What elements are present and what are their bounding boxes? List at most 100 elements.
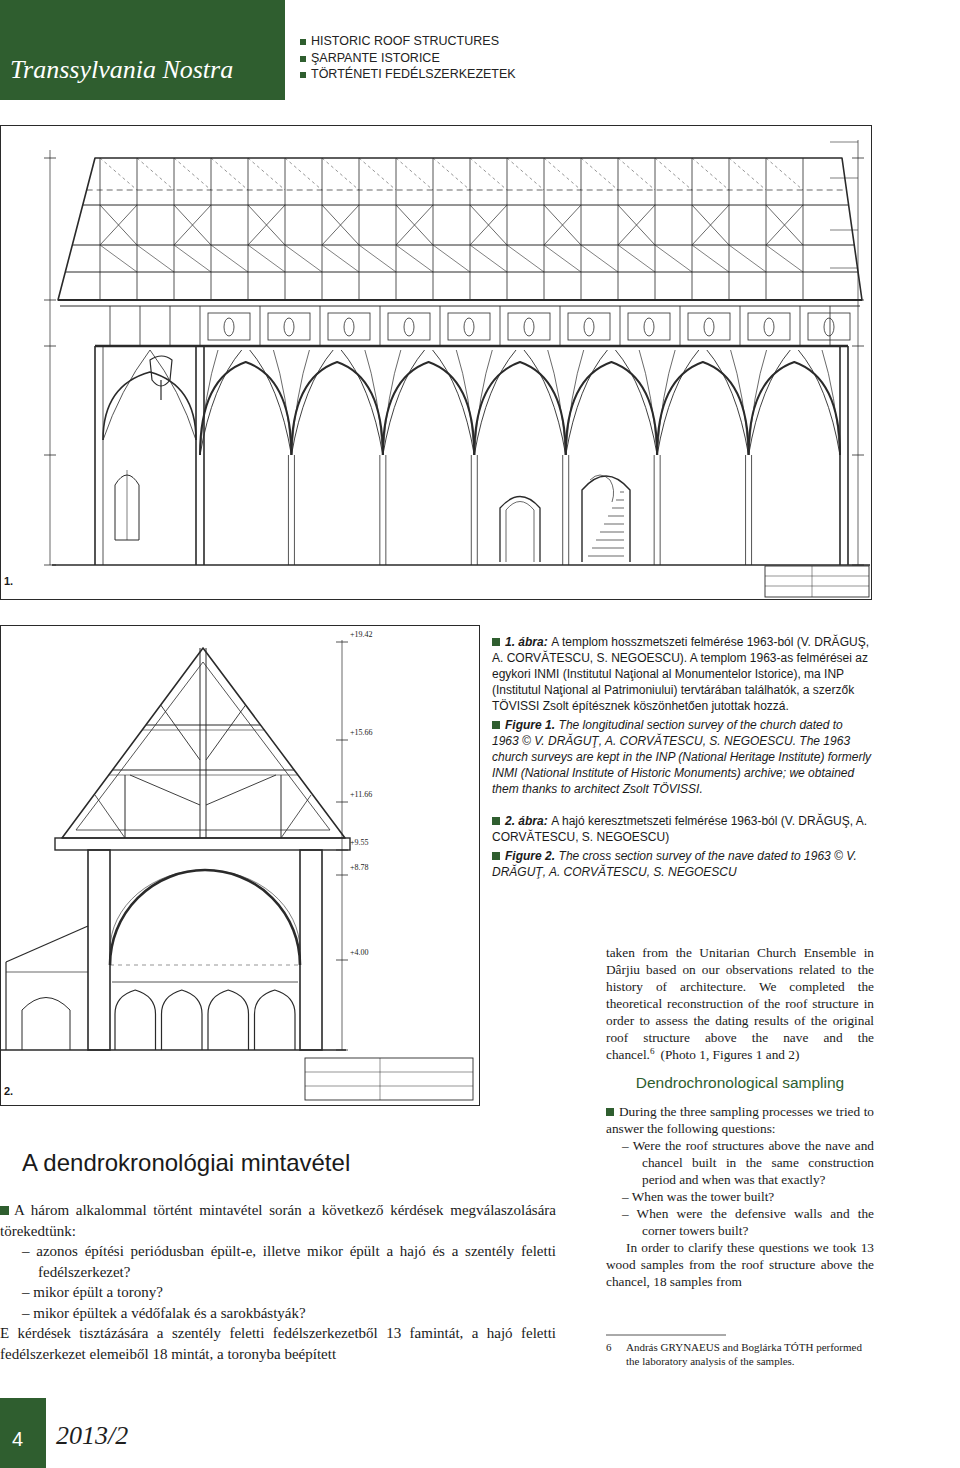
truss-post — [620, 306, 621, 346]
stair-step — [596, 540, 624, 541]
vault-arch — [291, 362, 382, 455]
text-run: Dendrochronological sampling — [636, 1074, 845, 1091]
level-dimension: +11.66 — [350, 790, 372, 799]
roof-brace — [174, 245, 211, 272]
text-run: Figure 1. — [492, 718, 559, 732]
issue-number: 2013/2 — [56, 1421, 128, 1450]
truss-post — [320, 306, 321, 346]
pilaster — [294, 455, 295, 565]
roof-post — [581, 158, 582, 300]
roof-post — [655, 158, 656, 300]
panel-ornament — [344, 318, 354, 336]
dimension-tick — [336, 875, 348, 876]
vault-rib — [250, 350, 292, 455]
section-heading: Dendrochronological sampling — [636, 1074, 845, 1091]
text-run: – mikor épült a torony? — [22, 1284, 163, 1300]
vault-rib — [341, 350, 383, 455]
body-paragraph-block: taken from the Unitarian Church Ensemble… — [606, 944, 874, 1063]
arcade-arch — [162, 990, 203, 1050]
bullet-square — [300, 72, 306, 78]
stair-opening — [582, 476, 630, 562]
vault-rib — [639, 350, 657, 455]
text-run: – Were the roof structures above the nav… — [622, 1138, 874, 1187]
truss-post — [200, 306, 201, 346]
roof-brace — [285, 158, 322, 190]
text-run: – When were the defensive walls and the … — [622, 1206, 874, 1238]
roof-brace — [544, 205, 581, 245]
question-item-block: – When was the tower built? — [622, 1188, 874, 1205]
question-item: – Were the roof structures above the nav… — [622, 1138, 874, 1187]
text-run: 2. ábra: — [492, 814, 551, 828]
roof-brace — [285, 245, 322, 272]
vault-rib — [731, 350, 749, 455]
level-dimension: +8.78 — [350, 863, 369, 872]
bullet-square — [606, 1108, 614, 1116]
roof-brace — [581, 245, 618, 272]
wall — [839, 346, 841, 565]
roof-brace — [211, 158, 248, 190]
text-run: E kérdések tisztázására a szentély felet… — [0, 1325, 556, 1362]
roof-brace — [618, 158, 655, 190]
text-run: Figure 2. — [492, 849, 559, 863]
vault-rib — [103, 350, 150, 440]
roof-brace — [766, 158, 803, 190]
vault-rib — [273, 350, 291, 455]
text-run: A hajó keresztmetszeti felmérése 1963-bó… — [492, 814, 867, 844]
ornament-panel — [328, 313, 370, 340]
figure-caption-block: 1. ábra:A templom hosszmetszeti felmérés… — [492, 634, 872, 714]
vault-rib — [383, 350, 425, 455]
truss-post — [830, 306, 831, 346]
roof-brace — [248, 205, 285, 245]
level-dimension-block: +19.42 — [350, 630, 400, 640]
node-text: Transsylvania Nostra — [10, 56, 285, 85]
pilaster — [745, 455, 746, 565]
roof-post — [359, 158, 360, 300]
text-run: +11.66 — [350, 790, 372, 799]
roof-post — [729, 158, 730, 300]
roof-brace — [248, 245, 285, 272]
level-mark — [830, 142, 858, 143]
level-dimension-block: +11.66 — [350, 790, 400, 800]
truss-post — [260, 306, 261, 346]
vault-arch — [749, 362, 840, 455]
truss-post — [560, 306, 561, 346]
page-rules — [606, 1335, 726, 1336]
vault-arch — [200, 362, 291, 455]
text-run: 1. ábra: — [492, 635, 551, 649]
text-run: 1. — [4, 575, 13, 587]
title-block-rule — [812, 566, 813, 597]
body-paragraph: 6 — [650, 1046, 655, 1056]
stair-step — [592, 548, 624, 549]
roof-brace — [507, 158, 544, 190]
vault-rib — [707, 350, 749, 455]
dimension-tick — [336, 1050, 348, 1051]
dimension-tick — [852, 300, 864, 301]
dimension-tick — [336, 740, 348, 741]
masthead-band: Transsylvania Nostra — [0, 0, 285, 100]
arcade-arch — [115, 990, 156, 1050]
body-paragraph: E kérdések tisztázására a szentély felet… — [0, 1325, 556, 1362]
ornament-panel — [568, 313, 610, 340]
dimension-line — [342, 640, 343, 1050]
body-paragraph-block: During the three sampling processes we t… — [606, 1103, 874, 1137]
title-block — [765, 566, 869, 597]
body-paragraph: taken from the Unitarian Church Ensemble… — [606, 945, 874, 1062]
vault-rib — [524, 350, 566, 455]
roof-brace — [248, 158, 285, 190]
text-run: – mikor épültek a védőfalak és a sarokbá… — [22, 1305, 306, 1321]
level-dimension: +15.66 — [350, 728, 373, 737]
text-run: 6 — [650, 1047, 657, 1062]
dimension-line — [858, 140, 859, 565]
roof-post — [285, 158, 286, 300]
vault-rib — [200, 350, 242, 455]
vault-rib — [798, 350, 840, 455]
side-wall — [5, 962, 6, 1050]
vault-rib — [383, 350, 401, 455]
pilaster — [568, 455, 569, 565]
roof-brace — [174, 205, 211, 245]
arcade-arch — [208, 990, 249, 1050]
arcade-cornice — [112, 982, 298, 983]
panel-ornament — [404, 318, 414, 336]
wall — [847, 346, 849, 565]
text-run: A dendrokronológiai mintavétel — [22, 1149, 350, 1176]
